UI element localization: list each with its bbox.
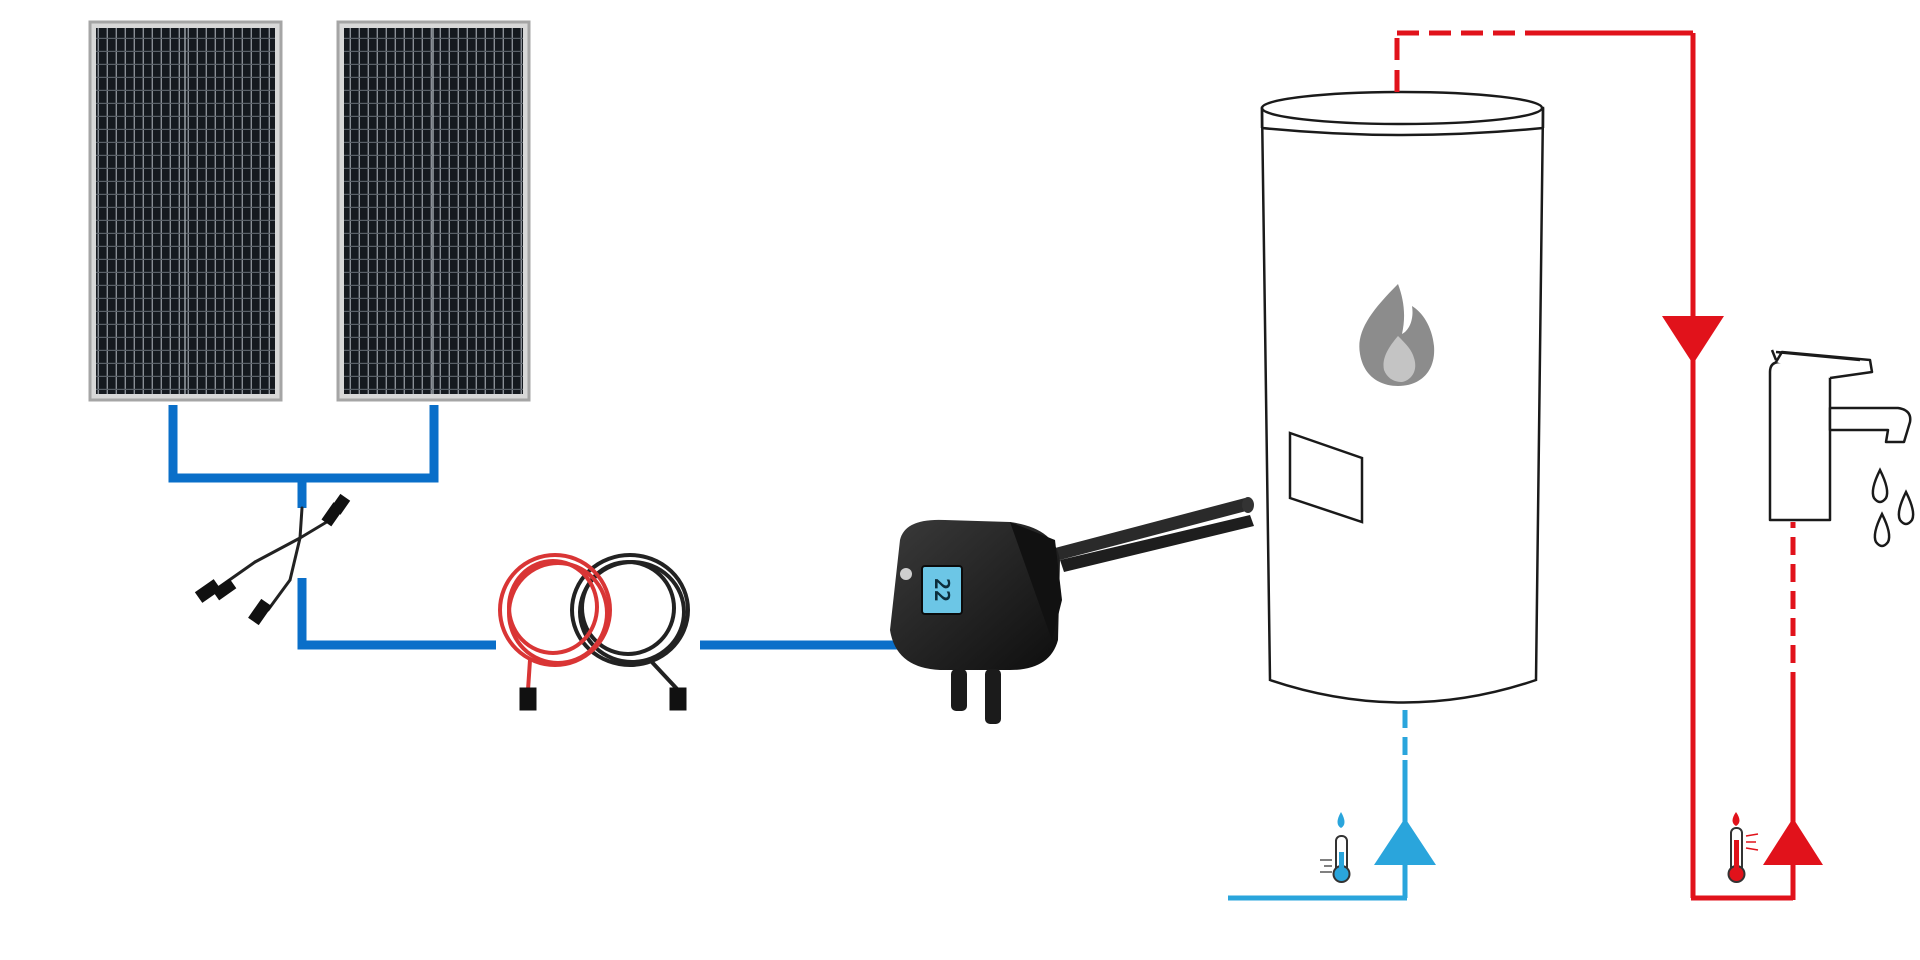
tank-label-plate: [1288, 431, 1364, 524]
controller-display-value: 22: [930, 578, 954, 602]
heating-rod-icon: [1055, 497, 1254, 572]
y-branch-connector-icon: [194, 493, 351, 626]
panel-right-lead: [302, 405, 439, 483]
panel-left-lead: [168, 405, 302, 483]
immersion-controller-icon: 22: [890, 519, 1062, 724]
solar-panel-right: [336, 20, 531, 402]
flame-icon: [1359, 284, 1435, 386]
down-arrow-icon: [1662, 316, 1724, 364]
cold-water-pipes: [1228, 710, 1408, 901]
connector-to-cable-lead: [297, 578, 496, 650]
up-arrow-icon: [1374, 818, 1436, 865]
cold-thermometer-icon: [1320, 812, 1351, 883]
solar-panel-left: [88, 20, 283, 402]
up-arrow-icon: [1763, 818, 1823, 865]
faucet-icon: [1768, 349, 1912, 522]
controller-display: 22: [921, 565, 963, 615]
cable-coil-icon: [498, 553, 690, 711]
dc-wiring: [168, 405, 913, 650]
water-tank-icon: [1260, 90, 1545, 704]
water-drops-icon: [1871, 467, 1915, 548]
hot-thermometer-icon: [1727, 812, 1759, 883]
